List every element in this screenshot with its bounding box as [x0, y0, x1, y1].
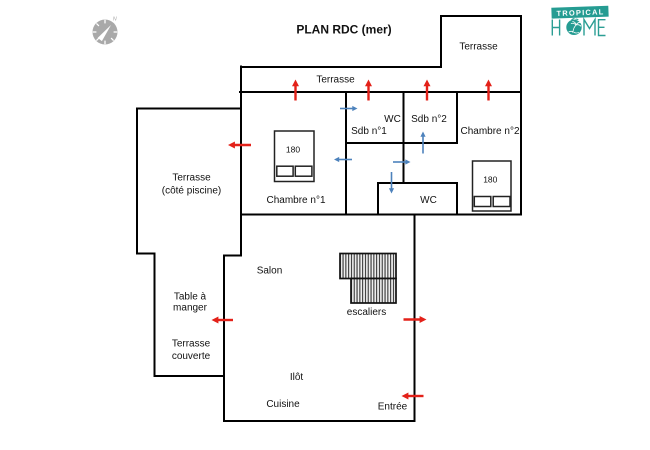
svg-text:WC: WC — [420, 195, 437, 206]
svg-text:(côté piscine): (côté piscine) — [162, 186, 221, 197]
svg-text:Table à: Table à — [174, 292, 207, 303]
svg-text:Terrasse: Terrasse — [316, 75, 355, 86]
svg-text:Sdb n°2: Sdb n°2 — [411, 114, 447, 125]
svg-text:180: 180 — [483, 175, 497, 185]
svg-text:N: N — [113, 17, 117, 23]
svg-text:180: 180 — [286, 145, 300, 155]
svg-text:Ilôt: Ilôt — [290, 372, 304, 383]
svg-text:Chambre n°2: Chambre n°2 — [460, 126, 519, 137]
svg-text:manger: manger — [173, 303, 208, 314]
svg-text:Terrasse: Terrasse — [459, 42, 498, 53]
svg-text:Chambre n°1: Chambre n°1 — [266, 195, 325, 206]
svg-text:TROPICAL: TROPICAL — [556, 7, 604, 18]
svg-text:Entrée: Entrée — [378, 402, 408, 413]
svg-text:Cuisine: Cuisine — [266, 399, 300, 410]
svg-text:escaliers: escaliers — [347, 307, 386, 318]
svg-text:Sdb n°1: Sdb n°1 — [351, 126, 387, 137]
svg-text:WC: WC — [384, 114, 401, 125]
svg-text:couverte: couverte — [172, 351, 211, 362]
svg-text:PLAN RDC (mer): PLAN RDC (mer) — [296, 23, 391, 37]
svg-text:Terrasse: Terrasse — [172, 339, 211, 350]
svg-text:Terrasse: Terrasse — [172, 173, 211, 184]
svg-text:Salon: Salon — [257, 266, 283, 277]
